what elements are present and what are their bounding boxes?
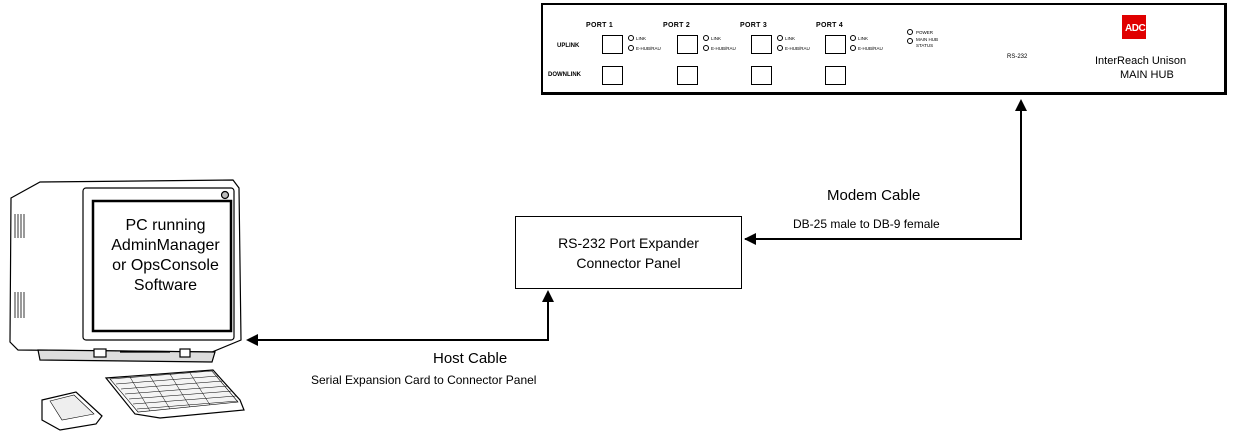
screen-line-1: PC running [125,217,206,234]
modem-cable-arrow-left [744,233,756,245]
port-2-link-text: LINK [711,36,722,41]
host-cable-arrow-left [246,334,258,346]
modem-cable-arrow-up [1015,99,1027,111]
main-hub-status-led [907,38,913,44]
port-1-title: PORT 1 [586,22,614,29]
screen-line-2: AdminManager [111,237,220,254]
power-led [907,29,913,35]
port-3-uplink [751,35,772,54]
port-3-link-led [777,35,783,41]
modem-cable-subtitle: DB-25 male to DB-9 female [793,217,940,231]
expander-line-1: RS-232 Port Expander [558,235,699,251]
port-2-ehub-led [703,45,709,51]
port-expander-box: RS-232 Port Expander Connector Panel [515,216,742,289]
monitor-base [37,349,216,363]
host-cable-title: Host Cable [433,350,508,367]
port-4-title: PORT 4 [816,22,844,29]
monitor-screen [91,199,233,333]
port-2-ehub-text: E-HUB/RAU [711,46,736,51]
expander-line-2: Connector Panel [576,255,681,271]
main-hub-status-label-1: MAIN HUB [916,37,939,42]
power-led-icon [220,190,230,200]
adc-logo-text: ADC [1125,23,1146,34]
port-3-title: PORT 3 [740,22,768,29]
screen-line-4: Software [133,277,198,294]
port-1-ehub-led [628,45,634,51]
modem-cable-title: Modem Cable [827,187,921,204]
port-2-link-led [703,35,709,41]
port-4-downlink [825,66,846,85]
host-cable-subtitle: Serial Expansion Card to Connector Panel [311,373,537,387]
port-2-uplink [677,35,698,54]
port-4-ehub-led [850,45,856,51]
port-1-link-led [628,35,634,41]
rs232-label: RS-232 [1007,54,1028,60]
uplink-label: UPLINK [557,43,580,49]
port-2-downlink [677,66,698,85]
port-1-ehub-text: E-HUB/RAU [636,46,661,51]
brand-model: MAIN HUB [1120,69,1174,81]
monitor-vents [14,214,25,318]
port-3-ehub-led [777,45,783,51]
port-3-ehub-text: E-HUB/RAU [785,46,810,51]
port-4-ehub-text: E-HUB/RAU [858,46,883,51]
main-hub-status-label-2: STATUS [916,43,934,48]
pc-computer [9,179,245,431]
pc-screen-text: PC running AdminManager or OpsConsole So… [103,216,228,296]
port-1-downlink [602,66,623,85]
main-hub-panel: PORT 1 PORT 2 PORT 3 PORT 4 UPLINK DOWNL… [541,3,1227,95]
port-4-link-led [850,35,856,41]
adc-logo: ADC [1122,15,1146,39]
modem-cable-line [745,108,1022,240]
host-cable-arrow-up [542,290,554,302]
brand-name: InterReach Unison [1095,55,1187,67]
screen-line-3: or OpsConsole [112,257,219,274]
downlink-label: DOWNLINK [548,72,581,78]
port-4-link-text: LINK [858,36,869,41]
port-3-link-text: LINK [785,36,796,41]
port-2-title: PORT 2 [663,22,691,29]
host-cable-line [256,300,549,341]
port-1-link-text: LINK [636,36,647,41]
port-4-uplink [825,35,846,54]
power-label: POWER [916,30,934,35]
port-1-uplink [602,35,623,54]
port-3-downlink [751,66,772,85]
